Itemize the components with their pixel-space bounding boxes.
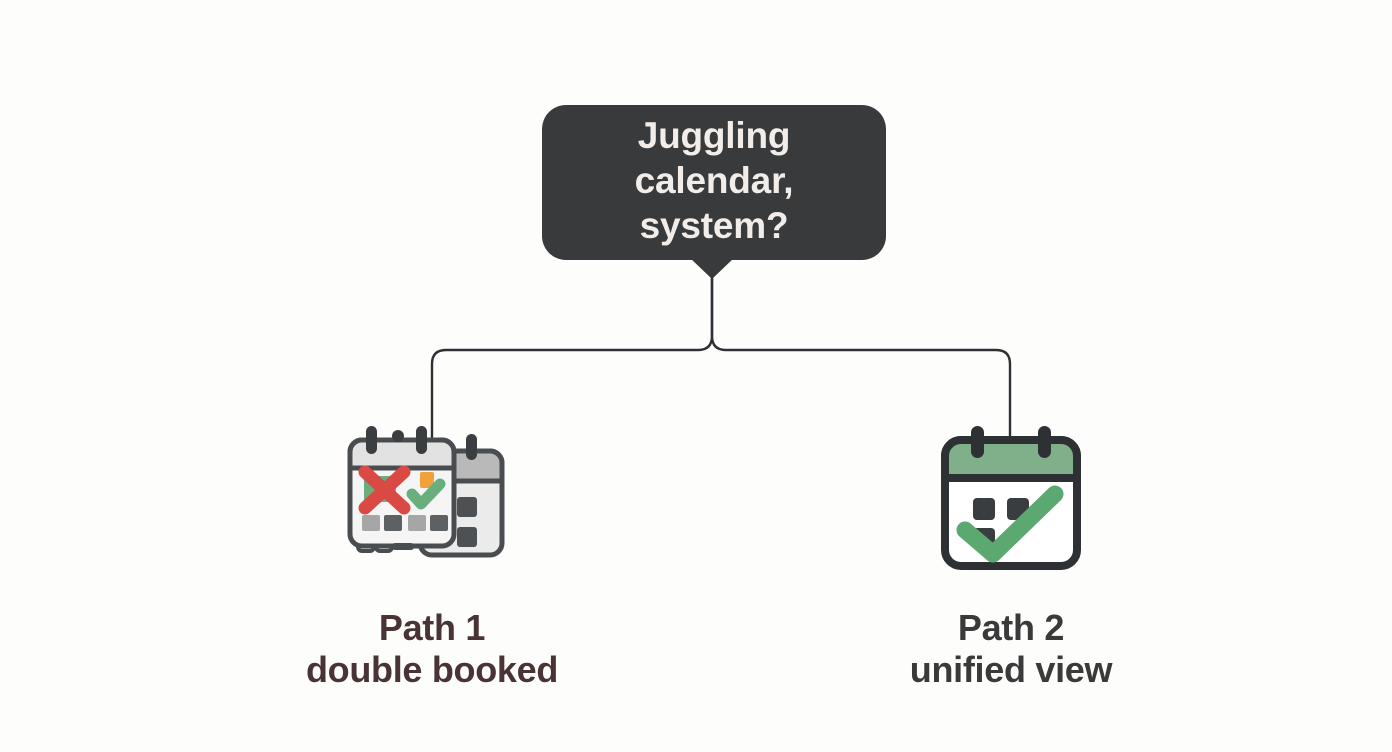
branch-label-path-2: Path 2 unified view [909,607,1113,691]
calendar-confirmed-icon [921,418,1101,583]
branch-path-2[interactable]: Path 2 unified view [846,418,1176,692]
branch-label-path-1: Path 1 double booked [305,607,559,691]
question-bubble-text: Juggling calendar, system? [634,114,794,247]
question-bubble: Juggling calendar, system? [542,105,886,260]
question-bubble-tail [689,257,735,279]
calendar-conflict-icon [342,418,522,583]
branch-path-1[interactable]: Path 1 double booked [267,418,597,692]
